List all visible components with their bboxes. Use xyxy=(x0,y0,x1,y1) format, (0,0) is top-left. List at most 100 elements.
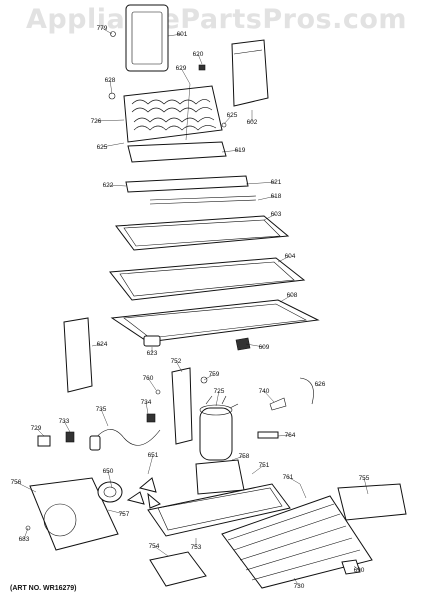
callout-760: 760 xyxy=(143,375,154,382)
callout-758: 758 xyxy=(239,453,250,460)
part-779-screw xyxy=(110,31,116,37)
callout-618: 618 xyxy=(271,193,282,200)
callout-757: 757 xyxy=(119,511,130,518)
callout-leader-683 xyxy=(23,527,29,540)
part-623-block xyxy=(143,335,161,347)
watermark: AppliancePartsPros.com xyxy=(25,4,408,35)
callout-leader-756 xyxy=(15,481,37,493)
part-729-connector xyxy=(37,435,51,447)
callout-leader-609 xyxy=(245,343,265,348)
art-number: (ART NO. WR16279) xyxy=(10,585,77,592)
callout-726: 726 xyxy=(91,118,102,125)
callout-leader-755 xyxy=(363,477,369,495)
callout-621: 621 xyxy=(271,179,282,186)
callout-733: 733 xyxy=(59,418,70,425)
part-619-trough xyxy=(127,141,227,163)
callout-leader-761 xyxy=(287,476,301,485)
callout-leader-754 xyxy=(153,545,169,557)
part-622-channel xyxy=(125,175,249,193)
callout-755: 755 xyxy=(359,475,370,482)
callout-leader-730 xyxy=(293,577,300,587)
callout-leader-751 xyxy=(251,464,265,475)
part-735-harness xyxy=(93,429,161,446)
part-760-screw xyxy=(155,389,161,395)
part-618-rod xyxy=(149,195,257,201)
callout-leader-625a xyxy=(223,114,233,125)
callout-leader-764 xyxy=(277,434,291,437)
part-690-foot xyxy=(341,559,361,575)
callout-leader-734 xyxy=(145,401,149,415)
part-626-tube xyxy=(299,377,314,405)
callout-628: 628 xyxy=(105,77,116,84)
callout-756: 756 xyxy=(11,479,22,486)
callout-leader-619 xyxy=(221,149,241,153)
part-651-fan xyxy=(126,477,161,509)
callout-leader-622 xyxy=(107,184,127,187)
callout-623: 623 xyxy=(147,350,158,357)
part-725-compressor xyxy=(199,395,239,461)
callout-609: 609 xyxy=(259,344,270,351)
callout-625a: 625 xyxy=(227,112,238,119)
callout-leader-759 xyxy=(203,373,215,381)
part-759-nut xyxy=(200,376,208,384)
callout-leader-740 xyxy=(263,390,275,403)
callout-leader-690 xyxy=(353,565,360,571)
callout-leader-735 xyxy=(100,408,109,427)
callout-leader-618 xyxy=(257,195,277,201)
part-751-base xyxy=(147,483,291,537)
part-758-mount xyxy=(195,459,245,495)
callout-leader-629 xyxy=(180,67,191,85)
part-625-screw xyxy=(221,122,227,128)
callout-752: 752 xyxy=(171,358,182,365)
callout-leader-752 xyxy=(175,360,183,373)
callout-leader-733 xyxy=(63,420,71,433)
callout-761: 761 xyxy=(283,474,294,481)
part-603-shelf xyxy=(115,215,290,251)
callout-725: 725 xyxy=(214,388,225,395)
callout-leader-620 xyxy=(197,53,203,65)
callout-layer: 6016186196206216226236246256256266286296… xyxy=(11,25,370,590)
part-761-tube xyxy=(299,483,307,499)
part-734-relay xyxy=(146,413,156,423)
callout-683: 683 xyxy=(19,536,30,543)
callout-629: 629 xyxy=(176,65,187,72)
part-764-guard xyxy=(257,431,279,439)
callout-622: 622 xyxy=(103,182,114,189)
part-726-evaporator xyxy=(123,83,223,143)
callout-leader-621 xyxy=(245,181,277,185)
callout-625b: 625 xyxy=(97,144,108,151)
callout-leader-650 xyxy=(107,470,113,489)
part-733-plug xyxy=(65,431,75,443)
part-620-clip xyxy=(198,64,206,71)
callout-leader-779 xyxy=(101,27,113,35)
callout-754: 754 xyxy=(149,543,160,550)
callout-753: 753 xyxy=(191,544,202,551)
callout-leader-651 xyxy=(147,454,154,475)
callout-608: 608 xyxy=(287,292,298,299)
part-730-condenser xyxy=(221,495,373,589)
callout-602: 602 xyxy=(247,119,258,126)
callout-leader-729 xyxy=(35,427,45,437)
part-754-plate xyxy=(149,551,207,587)
part-755-cover xyxy=(337,483,407,521)
part-609-plug xyxy=(235,337,251,351)
callout-735: 735 xyxy=(96,406,107,413)
callout-leader-760 xyxy=(147,377,157,391)
part-650-motor xyxy=(97,481,123,503)
callout-leader-758 xyxy=(231,455,245,461)
callout-603: 603 xyxy=(271,211,282,218)
callout-leader-603 xyxy=(263,213,277,221)
callout-740: 740 xyxy=(259,388,270,395)
callout-730: 730 xyxy=(294,583,305,590)
callout-leader-608 xyxy=(279,294,293,303)
callout-779: 779 xyxy=(97,25,108,32)
callout-624: 624 xyxy=(97,341,108,348)
callout-619: 619 xyxy=(235,147,246,154)
callout-leader-725 xyxy=(215,390,220,407)
part-608-pan xyxy=(110,299,320,343)
callout-759: 759 xyxy=(209,371,220,378)
part-756-shroud xyxy=(29,477,119,551)
callout-751: 751 xyxy=(259,462,270,469)
part-624-duct xyxy=(63,317,93,393)
